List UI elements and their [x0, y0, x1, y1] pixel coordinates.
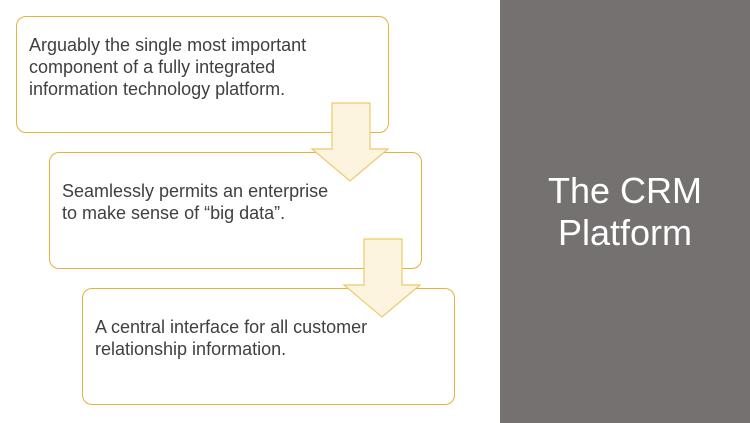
process-step-1: Arguably the single most important compo…	[16, 16, 389, 133]
down-arrow-icon	[310, 102, 390, 182]
process-step-1-text: Arguably the single most important compo…	[29, 35, 307, 99]
panel-title: The CRM Platform	[547, 169, 703, 253]
process-step-2-text: Seamlessly permits an enterprise to make…	[62, 181, 329, 223]
down-arrow-icon	[342, 238, 422, 318]
process-step-3-text: A central interface for all customer rel…	[95, 317, 368, 359]
title-panel: The CRM Platform	[500, 0, 750, 423]
process-step-3: A central interface for all customer rel…	[82, 288, 455, 405]
